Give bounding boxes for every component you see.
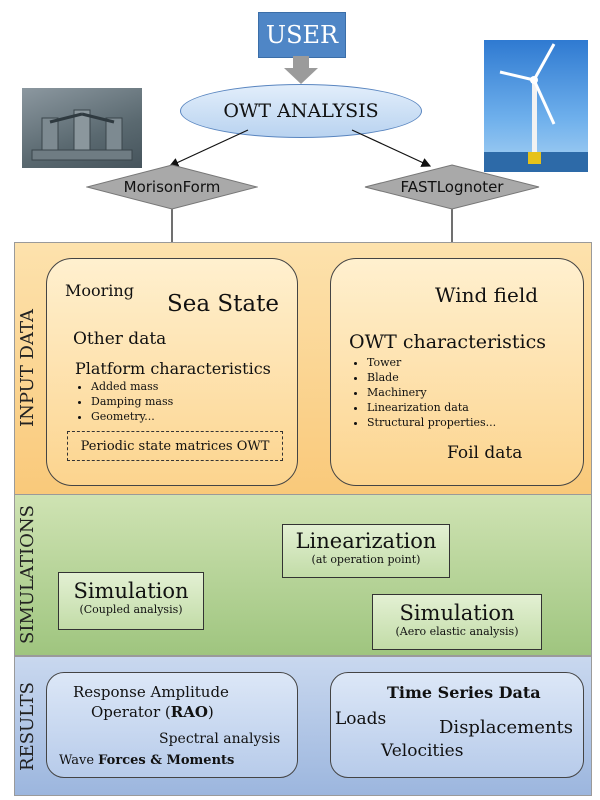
sea-state-text: Sea State <box>167 291 279 317</box>
coupled-simulation-subtitle: (Coupled analysis) <box>79 603 183 616</box>
fastlognoter-diamond <box>364 164 540 210</box>
list-item: Damping mass <box>91 394 173 409</box>
linearization-subtitle: (at operation point) <box>311 553 421 566</box>
list-item: Structural properties... <box>367 415 496 430</box>
list-item: Added mass <box>91 379 173 394</box>
coupled-simulation-box: Simulation (Coupled analysis) <box>58 572 204 630</box>
aero-elastic-simulation-title: Simulation <box>399 601 515 625</box>
morisonform-diamond <box>86 164 258 210</box>
loads-text: Loads <box>335 709 387 729</box>
aero-elastic-simulation-box: Simulation (Aero elastic analysis) <box>372 594 542 650</box>
linearization-box: Linearization (at operation point) <box>282 524 450 578</box>
platform-characteristics-list: Added mass Damping mass Geometry... <box>77 379 173 424</box>
aero-elastic-simulation-subtitle: (Aero elastic analysis) <box>395 625 519 638</box>
mooring-text: Mooring <box>65 281 134 300</box>
results-label: RESULTS <box>17 681 38 771</box>
user-arrow-icon <box>284 56 318 84</box>
periodic-state-box: Periodic state matrices OWT <box>67 431 283 461</box>
list-item: Machinery <box>367 385 496 400</box>
input-data-label: INPUT DATA <box>17 308 38 428</box>
wave-forces-bold: Forces & Moments <box>98 753 235 768</box>
platform-characteristics-title: Platform characteristics <box>75 359 271 378</box>
other-data-text: Other data <box>73 329 167 349</box>
time-series-title: Time Series Data <box>387 683 541 702</box>
wind-field-text: Wind field <box>435 283 539 307</box>
list-item: Tower <box>367 355 496 370</box>
rao-prefix: Operator ( <box>91 703 171 721</box>
simulations-label: SIMULATIONS <box>17 505 38 645</box>
linearization-title: Linearization <box>295 529 437 553</box>
velocities-text: Velocities <box>381 741 464 761</box>
list-item: Geometry... <box>91 409 173 424</box>
wind-turbine-photo <box>484 40 588 172</box>
wave-forces-text: Wave Forces & Moments <box>59 753 234 768</box>
rao-results-panel: Response Amplitude Operator (RAO) Spectr… <box>46 672 298 778</box>
rao-close: ) <box>207 703 214 721</box>
user-box: USER <box>258 12 346 58</box>
fastlognoter-label: FASTLognoter <box>400 178 504 196</box>
platform-photo <box>22 88 142 168</box>
owt-characteristics-list: Tower Blade Machinery Linearization data… <box>353 355 496 430</box>
rao-abbrev: RAO <box>170 703 208 721</box>
wind-field-panel: Wind field OWT characteristics Tower Bla… <box>330 258 584 486</box>
time-series-results-panel: Time Series Data Loads Displacements Vel… <box>330 672 584 778</box>
morisonform-label: MorisonForm <box>123 178 221 196</box>
spectral-analysis-text: Spectral analysis <box>159 731 281 747</box>
foil-data-text: Foil data <box>447 443 523 463</box>
sea-state-panel: Mooring Sea State Other data Platform ch… <box>46 258 298 486</box>
list-item: Linearization data <box>367 400 496 415</box>
coupled-simulation-title: Simulation <box>73 579 189 603</box>
rao-line-2: Operator (RAO) <box>91 703 214 721</box>
wave-prefix: Wave <box>59 753 99 768</box>
rao-line-1: Response Amplitude <box>73 683 229 701</box>
displacements-text: Displacements <box>439 717 573 738</box>
owt-characteristics-title: OWT characteristics <box>349 331 546 353</box>
list-item: Blade <box>367 370 496 385</box>
owt-analysis-ellipse: OWT ANALYSIS <box>180 84 422 138</box>
